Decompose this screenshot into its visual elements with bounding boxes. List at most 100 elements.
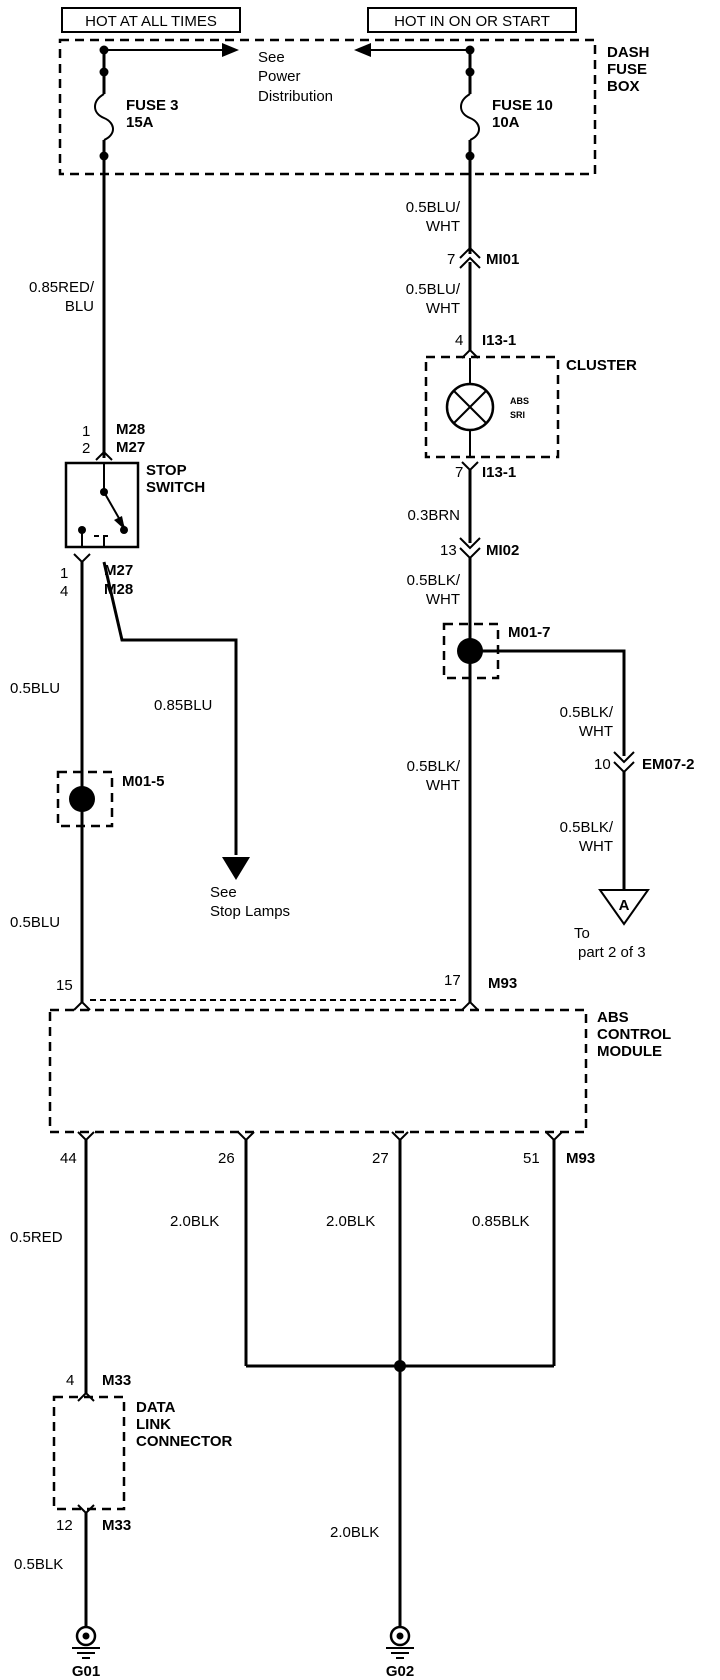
stop-switch-box (64, 461, 140, 549)
wire-blk-wht-c-label-2: WHT (579, 723, 613, 740)
wire-blu-b-label: 0.5BLU (10, 914, 60, 931)
dash-fuse-box-label-2: FUSE (607, 61, 647, 78)
sw-bot-m27: M27 (104, 562, 133, 579)
wire-blk-26-label: 2.0BLK (170, 1213, 219, 1230)
part2-triangle (598, 889, 650, 926)
wire-blu-085-label: 0.85BLU (154, 697, 212, 714)
abs-pin26: 26 (218, 1150, 235, 1167)
ground-g01-icon (72, 1625, 100, 1659)
wire-blu-wht-a-label-2: WHT (426, 218, 460, 235)
dlc-box (52, 1395, 126, 1511)
abs-pin44: 44 (60, 1150, 77, 1167)
cluster-bottom-connector (461, 461, 479, 472)
splice-m01-7-label: M01-7 (508, 624, 551, 641)
wire-blk-wht-c (470, 649, 626, 756)
part2-ref-1: To (574, 925, 590, 942)
fuse3-node-2 (99, 67, 109, 77)
wire-blu-wht-a-label-1: 0.5BLU/ (406, 199, 461, 216)
stop-switch-bottom-connector (73, 553, 91, 564)
cluster-bottom-conn: I13-1 (482, 464, 516, 481)
fuse3-node-1 (99, 45, 109, 55)
cluster-bottom-pin: 7 (455, 464, 463, 481)
stop-switch-contact-2 (120, 526, 128, 534)
fuse10-node-1 (465, 45, 475, 55)
abs-sri-lamp-label-2: SRI (510, 410, 525, 420)
abs-module-label-1: ABS (597, 1009, 629, 1026)
sw-bot-pin1: 1 (60, 565, 68, 582)
cluster-label: CLUSTER (566, 357, 637, 374)
ground-g01-label: G01 (72, 1663, 100, 1680)
sw-bot-pin2: 4 (60, 583, 68, 600)
part2-ref-2: part 2 of 3 (578, 944, 646, 961)
connector-mi02-label: MI02 (486, 542, 519, 559)
see-power-2: Power (258, 68, 301, 85)
splice-m01-5-label: M01-5 (122, 773, 165, 790)
dlc-m33-bot: M33 (102, 1517, 131, 1534)
dlc-top-connector (77, 1391, 95, 1402)
connector-mi01-pin: 7 (447, 251, 455, 268)
wire-blu-wht-b-label-2: WHT (426, 300, 460, 317)
dlc-label-2: LINK (136, 1416, 171, 1433)
fuse3-rating: 15A (126, 114, 154, 131)
wire-blk-27-label: 2.0BLK (326, 1213, 375, 1230)
header-left-box (61, 7, 241, 33)
splice-m01-5 (69, 786, 95, 812)
sw-top-pin1: 1 (82, 423, 90, 440)
see-power-1: See (258, 49, 285, 66)
fuse10-name: FUSE 10 (492, 97, 553, 114)
wire-blk-wht-a-label-2: WHT (426, 591, 460, 608)
dlc-pin12: 12 (56, 1517, 73, 1534)
abs-pin17: 17 (444, 972, 461, 989)
connector-em07-pin: 10 (594, 756, 611, 773)
connector-mi02-pin: 13 (440, 542, 457, 559)
abs-pin15-connector (73, 1000, 91, 1011)
stop-switch-top-connector (95, 450, 113, 461)
abs-sri-lamp-label-1: ABS (510, 396, 529, 406)
wire-blu-a-label: 0.5BLU (10, 680, 60, 697)
fuse3-element (94, 93, 114, 141)
dash-fuse-box-label-3: BOX (607, 78, 640, 95)
fuse10-element (460, 93, 480, 141)
wire-blk-g01-label: 0.5BLK (14, 1556, 63, 1573)
see-power-3: Distribution (258, 88, 333, 105)
stop-lamps-ref-1: See (210, 884, 237, 901)
header-right-box (367, 7, 577, 33)
wire-blu-wht-b-label-1: 0.5BLU/ (406, 281, 461, 298)
wire-blk-wht-d-label-1: 0.5BLK/ (560, 819, 614, 836)
cluster-top-pin: 4 (455, 332, 463, 349)
stop-lamps-arrow (222, 857, 250, 880)
wire-red-label: 0.5RED (10, 1229, 63, 1246)
connector-mi01 (459, 246, 481, 269)
wire-blk-wht-a-label-1: 0.5BLK/ (407, 572, 461, 589)
wire-red-blu-label-1: 0.85RED/ (29, 279, 95, 296)
stop-lamps-ref-2: Stop Lamps (210, 903, 290, 920)
fuse3-name: FUSE 3 (126, 97, 179, 114)
wire-blk-wht-d-label-2: WHT (579, 838, 613, 855)
abs-pin51: 51 (523, 1150, 540, 1167)
abs-m93-bot: M93 (566, 1150, 595, 1167)
stop-switch-label-1: STOP (146, 462, 187, 479)
header-right: HOT IN ON OR START (394, 13, 550, 30)
connector-em07-label: EM07-2 (642, 756, 695, 773)
abs-pin15: 15 (56, 977, 73, 994)
wire-blk-wht-c-label-1: 0.5BLK/ (560, 704, 614, 721)
wire-brn-label: 0.3BRN (407, 507, 460, 524)
sw-top-m27: M27 (116, 439, 145, 456)
wire-blk-51-label: 0.85BLK (472, 1213, 530, 1230)
dlc-label-3: CONNECTOR (136, 1433, 233, 1450)
abs-pin17-connector (461, 1000, 479, 1011)
cluster-top-connector (461, 348, 479, 359)
abs-pin27: 27 (372, 1150, 389, 1167)
abs-module-label-3: MODULE (597, 1043, 662, 1060)
dlc-label-1: DATA (136, 1399, 176, 1416)
abs-module-box (48, 1008, 588, 1134)
fuse10-rating: 10A (492, 114, 520, 131)
header-left: HOT AT ALL TIMES (85, 13, 217, 30)
dlc-m33-top: M33 (102, 1372, 131, 1389)
wire-red-blu-label-2: BLU (65, 298, 94, 315)
sw-top-m28: M28 (116, 421, 145, 438)
power-arrow-left-head (354, 43, 371, 57)
abs-module-label-2: CONTROL (597, 1026, 671, 1043)
fuse10-node-2 (465, 67, 475, 77)
